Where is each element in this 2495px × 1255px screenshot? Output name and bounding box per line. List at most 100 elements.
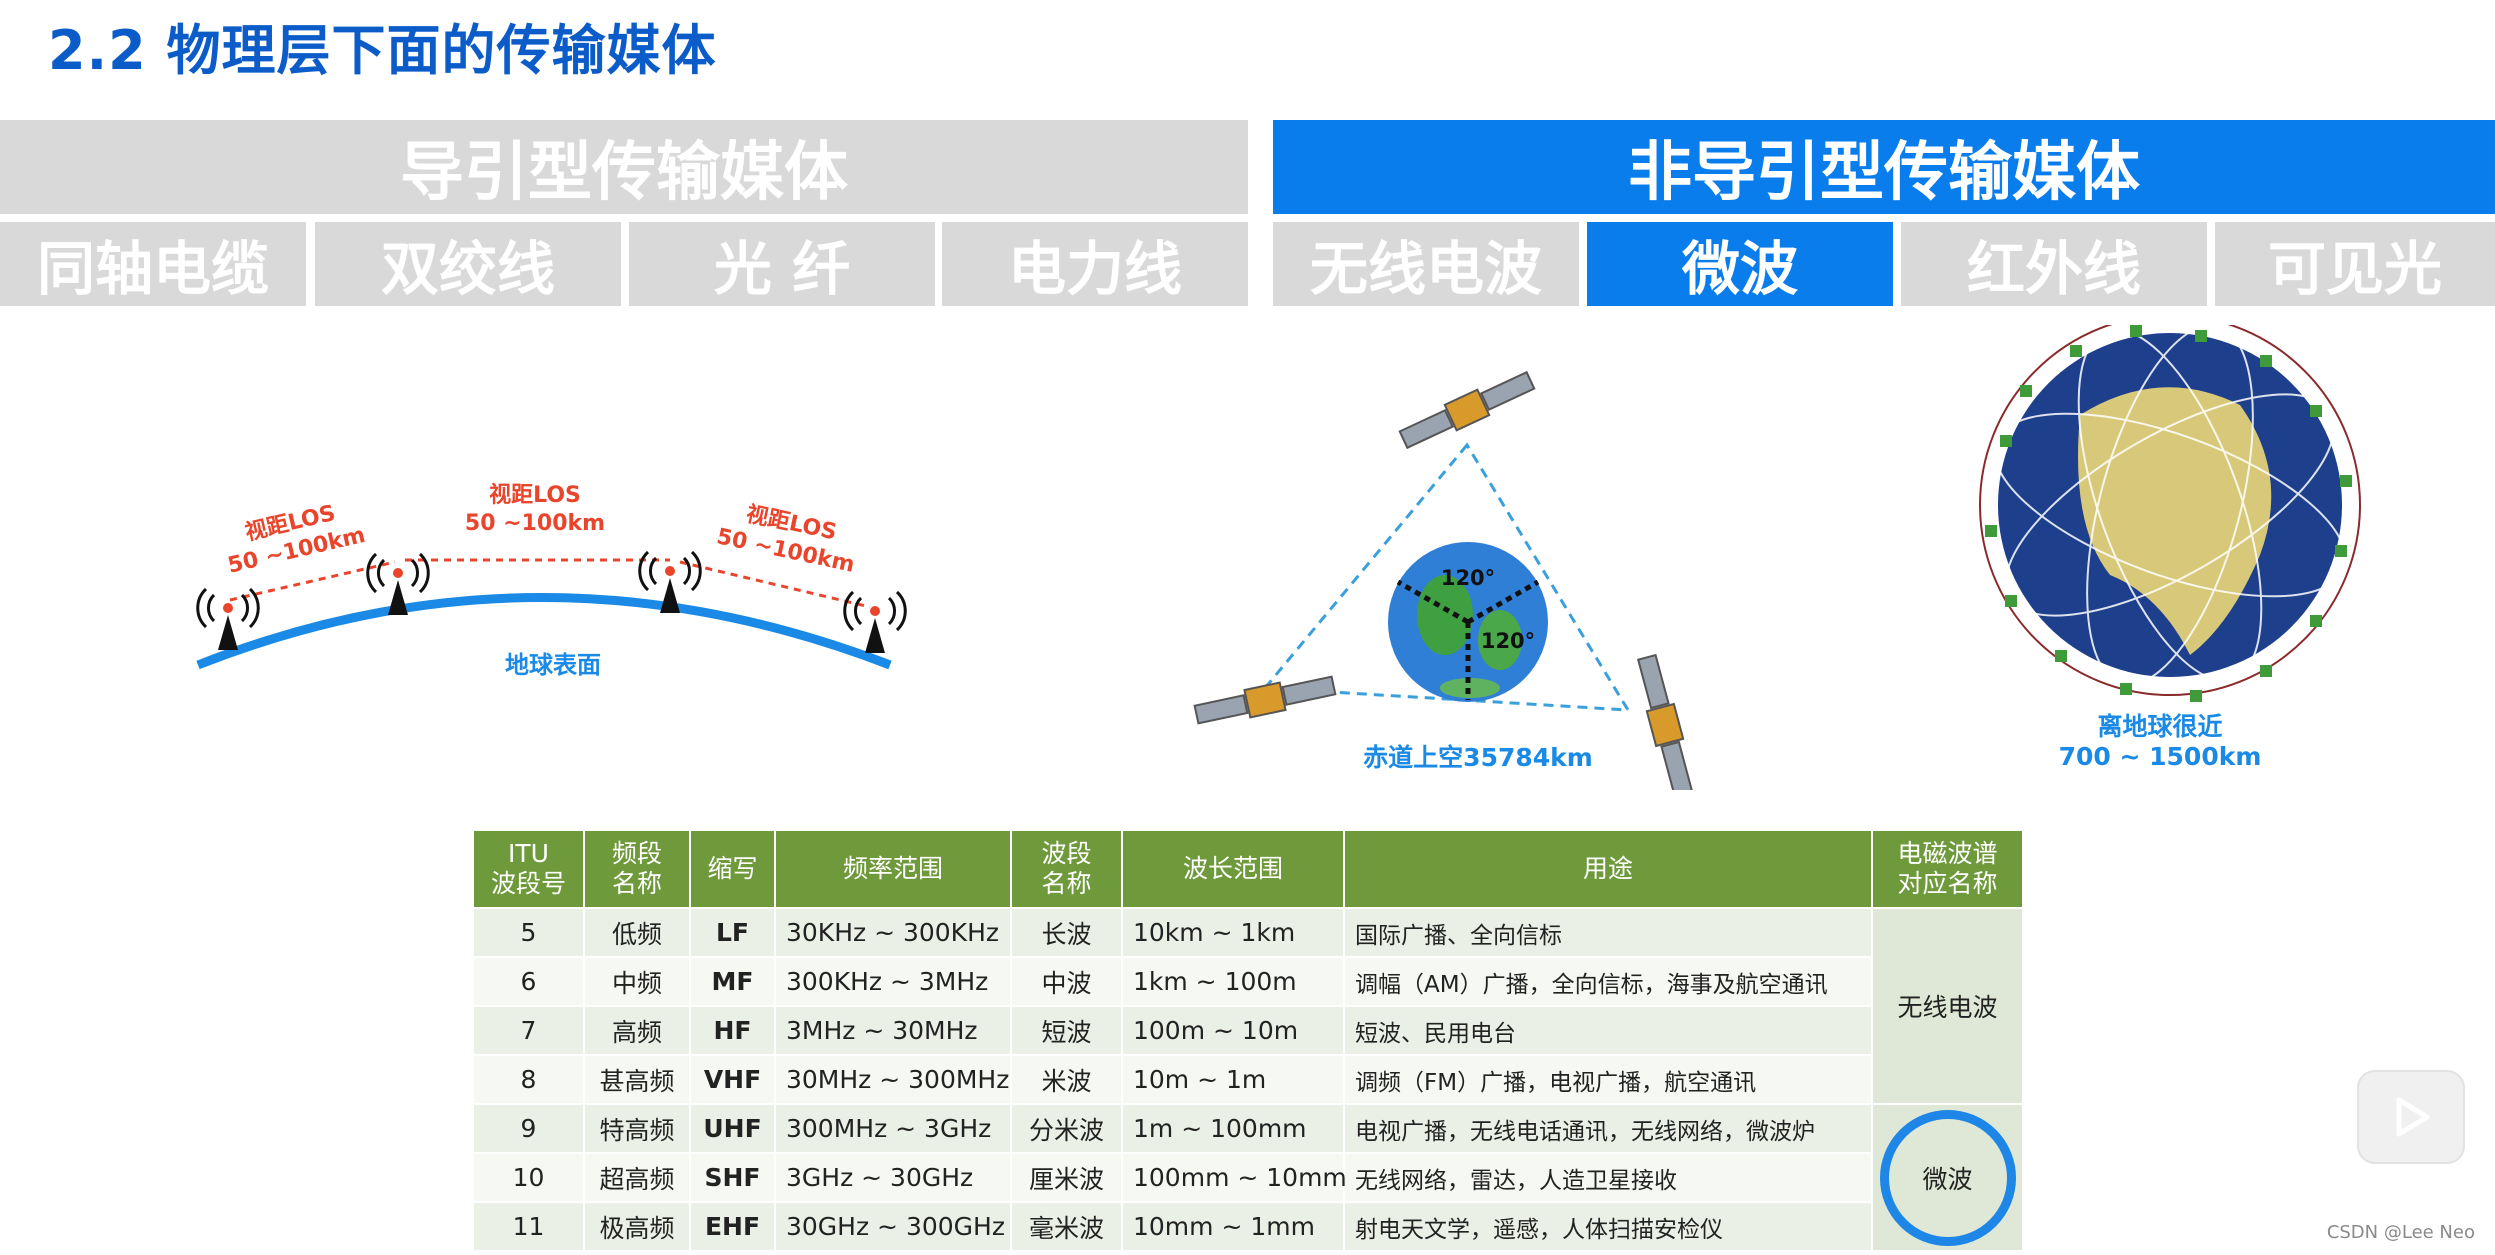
los-line-3 bbox=[679, 560, 871, 609]
cell-abbr: SHF bbox=[689, 1152, 776, 1203]
cell-abbr: EHF bbox=[689, 1201, 776, 1252]
cell-abbr: LF bbox=[689, 907, 776, 958]
highlight-circle: 微波 bbox=[1879, 1109, 2016, 1246]
cell-usage: 射电天文学，遥感，人体扫描安检仪 bbox=[1343, 1201, 1873, 1252]
geo-satellite-diagram: 120° 120° 赤道上空35784km bbox=[1193, 370, 1694, 790]
cell-band-number: 11 bbox=[472, 1201, 585, 1252]
satellite-markers bbox=[1985, 325, 2352, 702]
cell-wave-name: 长波 bbox=[1010, 907, 1123, 958]
cell-abbr: HF bbox=[689, 1005, 776, 1056]
cell-spectrum-radio: 无线电波 bbox=[1871, 907, 2024, 1105]
table-row: 6 中频 MF 300KHz ~ 3MHz 中波 1km ~ 100m 调幅（A… bbox=[472, 956, 2023, 1007]
cell-band-name: 低频 bbox=[583, 907, 691, 958]
cell-band-number: 10 bbox=[472, 1152, 585, 1203]
cell-band-number: 9 bbox=[472, 1103, 585, 1154]
table-header-row: ITU 波段号 频段 名称 缩写 频率范围 波段 名称 波长范围 用途 电磁波谱… bbox=[472, 829, 2024, 909]
cell-band-name: 特高频 bbox=[583, 1103, 691, 1154]
table-row: 8 甚高频 VHF 30MHz ~ 300MHz 米波 10m ~ 1m 调频（… bbox=[472, 1054, 2023, 1105]
cell-band-name: 中频 bbox=[583, 956, 691, 1007]
earth-surface-line bbox=[196, 593, 892, 670]
satellite-icon bbox=[1398, 370, 1536, 450]
cell-wave-name: 短波 bbox=[1010, 1005, 1123, 1056]
cell-abbr: VHF bbox=[689, 1054, 776, 1105]
ground-los-diagram: 视距LOS 50 ~100km 视距LOS 50 ~100km 视距LOS 50… bbox=[196, 482, 907, 679]
los-label-mid: 视距LOS bbox=[489, 482, 581, 508]
cell-frequency: 300MHz ~ 3GHz bbox=[774, 1103, 1012, 1154]
play-button[interactable] bbox=[2357, 1070, 2465, 1164]
cell-wave-name: 分米波 bbox=[1010, 1103, 1123, 1154]
satellite-icon bbox=[1636, 653, 1694, 790]
los-range-mid: 50 ~100km bbox=[465, 511, 605, 536]
cell-frequency: 30MHz ~ 300MHz bbox=[774, 1054, 1012, 1105]
itu-band-table: ITU 波段号 频段 名称 缩写 频率范围 波段 名称 波长范围 用途 电磁波谱… bbox=[472, 829, 2024, 1252]
cell-wavelength: 10km ~ 1km bbox=[1121, 907, 1345, 958]
col-header: 缩写 bbox=[689, 829, 776, 909]
header-unguided-media: 非导引型传输媒体 bbox=[1273, 120, 2495, 214]
tower-icon bbox=[196, 587, 260, 650]
table-row: 9 特高频 UHF 300MHz ~ 3GHz 分米波 1m ~ 100mm 电… bbox=[472, 1103, 2024, 1252]
table-row: 10 超高频 SHF 3GHz ~ 30GHz 厘米波 100mm ~ 10mm… bbox=[472, 1152, 2023, 1203]
cell-band-name: 极高频 bbox=[583, 1201, 691, 1252]
cell-usage: 无线网络，雷达，人造卫星接收 bbox=[1343, 1152, 1873, 1203]
cell-usage: 短波、民用电台 bbox=[1343, 1005, 1873, 1056]
cell-band-name: 甚高频 bbox=[583, 1054, 691, 1105]
cell-usage: 调频（FM）广播，电视广播，航空通讯 bbox=[1343, 1054, 1873, 1105]
angle-label-2: 120° bbox=[1481, 629, 1535, 653]
cell-spectrum-microwave: 微波 bbox=[1871, 1103, 2024, 1252]
tab-optical-fiber: 光 纤 bbox=[629, 222, 935, 306]
cell-wavelength: 10m ~ 1m bbox=[1121, 1054, 1345, 1105]
cell-wavelength: 10mm ~ 1mm bbox=[1121, 1201, 1345, 1252]
cell-wavelength: 1m ~ 100mm bbox=[1121, 1103, 1345, 1154]
cell-wavelength: 1km ~ 100m bbox=[1121, 956, 1345, 1007]
cell-band-number: 6 bbox=[472, 956, 585, 1007]
cell-frequency: 30GHz ~ 300GHz bbox=[774, 1201, 1012, 1252]
page-title: 2.2 物理层下面的传输媒体 bbox=[48, 19, 717, 82]
tower-icon bbox=[366, 552, 430, 615]
tab-microwave: 微波 bbox=[1587, 222, 1893, 306]
cell-wavelength: 100m ~ 10m bbox=[1121, 1005, 1345, 1056]
header-guided-media: 导引型传输媒体 bbox=[0, 120, 1248, 214]
earth-surface-label: 地球表面 bbox=[505, 651, 601, 679]
col-header: 频率范围 bbox=[774, 829, 1012, 909]
cell-band-number: 7 bbox=[472, 1005, 585, 1056]
table-row: 5 低频 LF 30KHz ~ 300KHz 长波 10km ~ 1km 国际广… bbox=[472, 907, 2024, 1105]
cell-frequency: 300KHz ~ 3MHz bbox=[774, 956, 1012, 1007]
col-header: ITU 波段号 bbox=[472, 829, 585, 909]
angle-label-1: 120° bbox=[1441, 566, 1495, 590]
cell-usage: 国际广播、全向信标 bbox=[1343, 907, 1873, 958]
cell-wave-name: 毫米波 bbox=[1010, 1201, 1123, 1252]
col-header: 波段 名称 bbox=[1010, 829, 1123, 909]
cell-abbr: UHF bbox=[689, 1103, 776, 1154]
watermark: CSDN @Lee Neo bbox=[2326, 1222, 2475, 1243]
cell-frequency: 30KHz ~ 300KHz bbox=[774, 907, 1012, 958]
cell-band-name: 高频 bbox=[583, 1005, 691, 1056]
geo-caption: 赤道上空35784km bbox=[1363, 743, 1593, 772]
tab-infrared: 红外线 bbox=[1901, 222, 2207, 306]
satellite-icon bbox=[1193, 675, 1337, 725]
cell-abbr: MF bbox=[689, 956, 776, 1007]
cell-wavelength: 100mm ~ 10mm bbox=[1121, 1152, 1347, 1203]
cell-usage: 调幅（AM）广播，全向信标，海事及航空通讯 bbox=[1343, 956, 1873, 1007]
play-icon bbox=[2396, 1097, 2430, 1137]
col-header: 用途 bbox=[1343, 829, 1873, 909]
col-header: 波长范围 bbox=[1121, 829, 1345, 909]
cell-wave-name: 厘米波 bbox=[1010, 1152, 1123, 1203]
tower-icon bbox=[638, 550, 702, 613]
col-header: 频段 名称 bbox=[583, 829, 691, 909]
cell-frequency: 3GHz ~ 30GHz bbox=[774, 1152, 1012, 1203]
cell-wave-name: 中波 bbox=[1010, 956, 1123, 1007]
cell-usage: 电视广播，无线电话通讯，无线网络，微波炉 bbox=[1343, 1103, 1873, 1154]
tab-radio-wave: 无线电波 bbox=[1273, 222, 1579, 306]
tab-visible-light: 可见光 bbox=[2215, 222, 2495, 306]
tab-power-line: 电力线 bbox=[942, 222, 1248, 306]
leo-caption-2: 700 ~ 1500km bbox=[2059, 742, 2262, 771]
tab-coaxial-cable: 同轴电缆 bbox=[0, 222, 306, 306]
leo-constellation-diagram: 离地球很近 700 ~ 1500km bbox=[1979, 325, 2361, 771]
cell-frequency: 3MHz ~ 30MHz bbox=[774, 1005, 1012, 1056]
cell-band-name: 超高频 bbox=[583, 1152, 691, 1203]
col-header: 电磁波谱 对应名称 bbox=[1871, 829, 2024, 909]
cell-band-number: 8 bbox=[472, 1054, 585, 1105]
leo-caption-1: 离地球很近 bbox=[2097, 712, 2222, 741]
cell-band-number: 5 bbox=[472, 907, 585, 958]
table-row: 11 极高频 EHF 30GHz ~ 300GHz 毫米波 10mm ~ 1mm… bbox=[472, 1201, 2023, 1252]
